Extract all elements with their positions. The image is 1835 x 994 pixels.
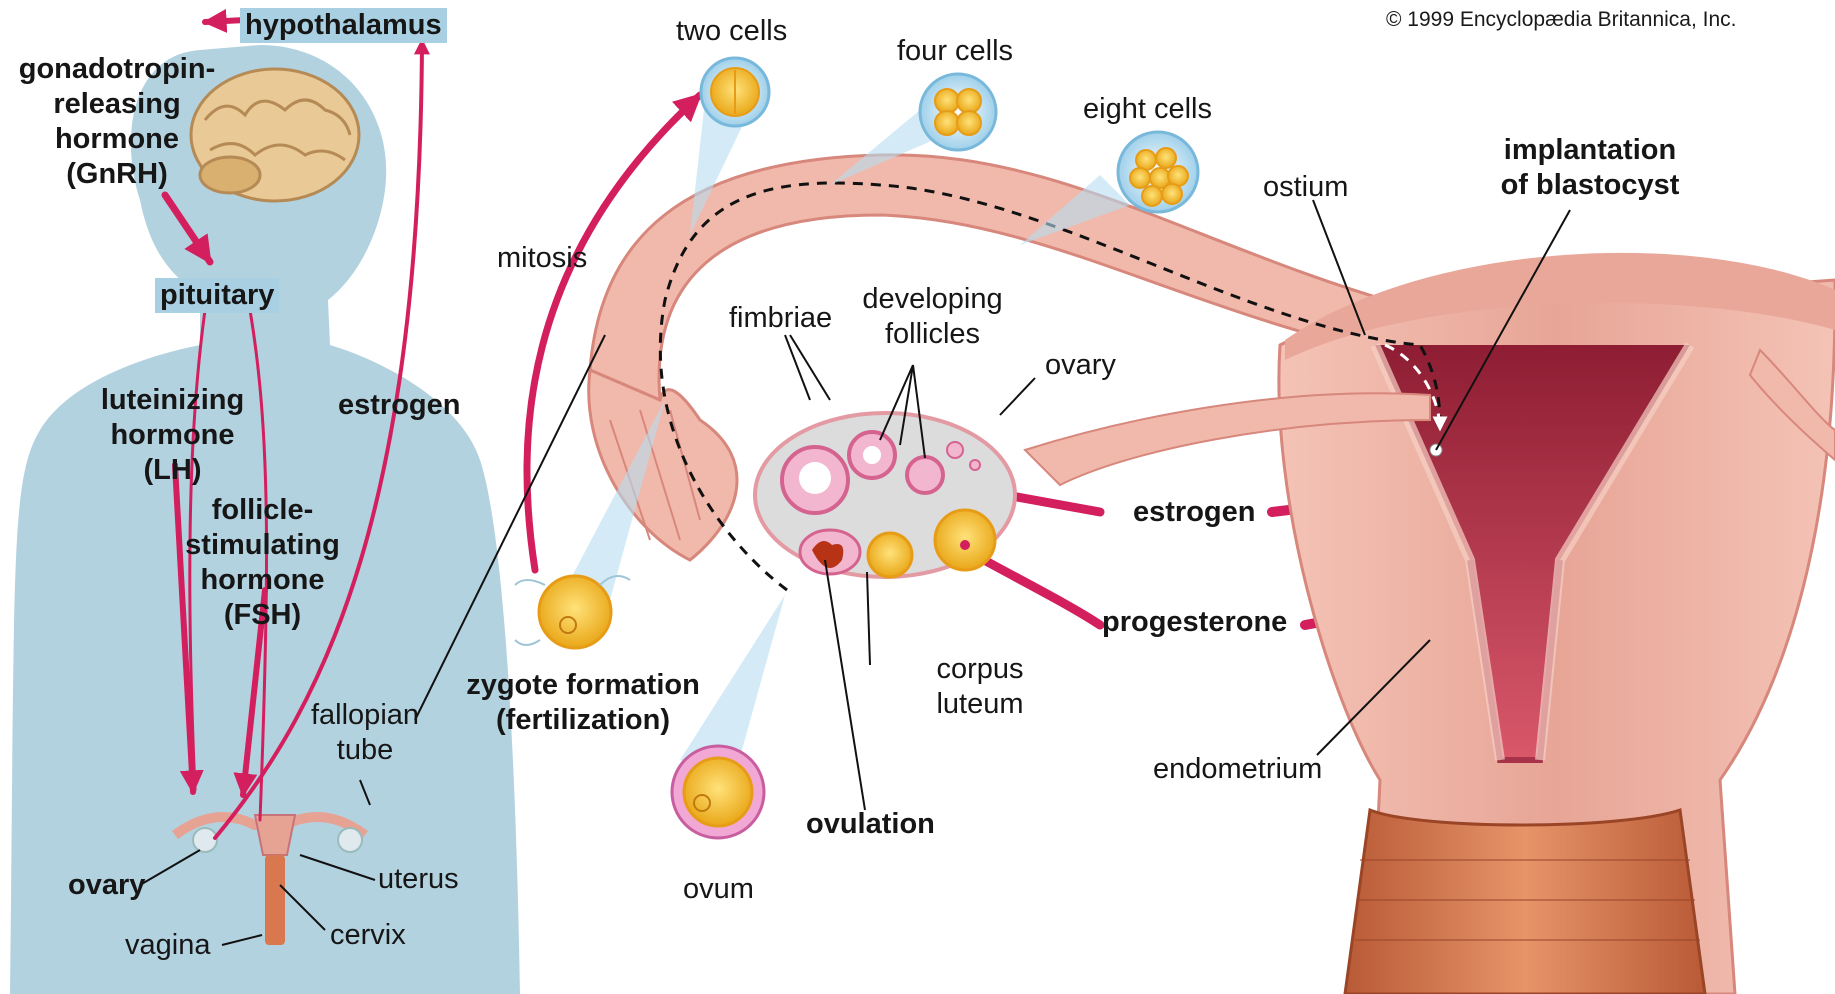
corpus-luteum-forming: [868, 533, 912, 577]
zygote-line-2: (fertilization): [458, 703, 708, 738]
estrogen-body-label: estrogen: [338, 388, 460, 423]
gnrh-line-2: releasing: [2, 87, 232, 122]
lh-line-3: (LH): [70, 453, 275, 488]
fsh-label: follicle- stimulating hormone (FSH): [170, 493, 355, 633]
lh-line-1: luteinizing: [70, 383, 275, 418]
four-cells-label: four cells: [897, 34, 1013, 69]
two-cells-label: two cells: [676, 14, 787, 49]
ovum-label: ovum: [683, 872, 754, 907]
implantation-line-2: of blastocyst: [1480, 168, 1700, 203]
developing-follicles-line-2: follicles: [860, 317, 1005, 352]
estrogen-ovary-label: estrogen: [1133, 495, 1255, 530]
uterus-cross-section: [589, 155, 1835, 994]
developing-follicles-label: developing follicles: [860, 282, 1005, 352]
gnrh-label: gonadotropin- releasing hormone (GnRH): [2, 52, 232, 192]
fallopian-tube-line-2: tube: [300, 733, 430, 768]
lh-label: luteinizing hormone (LH): [70, 383, 275, 488]
ostium-label: ostium: [1263, 170, 1348, 205]
eight-cells-label: eight cells: [1083, 92, 1212, 127]
progesterone-label: progesterone: [1102, 605, 1287, 640]
corpus-luteum-line-2: luteum: [915, 687, 1045, 722]
ovary-body-label: ovary: [68, 868, 145, 903]
vagina-label: vagina: [125, 928, 210, 963]
gnrh-line-1: gonadotropin-: [2, 52, 232, 87]
fsh-line-3: hormone: [170, 563, 355, 598]
fallopian-tube-label: fallopian tube: [300, 698, 430, 768]
cervix-label: cervix: [330, 918, 406, 953]
implantation-label: implantation of blastocyst: [1480, 133, 1700, 203]
implantation-line-1: implantation: [1480, 133, 1700, 168]
fsh-line-1: follicle-: [170, 493, 355, 528]
zygote-formation-label: zygote formation (fertilization): [458, 668, 708, 738]
ovulation-label: ovulation: [806, 807, 935, 842]
gnrh-line-3: hormone: [2, 122, 232, 157]
developing-follicles-line-1: developing: [860, 282, 1005, 317]
zygote-line-1: zygote formation: [458, 668, 708, 703]
pituitary-label: pituitary: [155, 278, 279, 313]
fallopian-tube-line-1: fallopian: [300, 698, 430, 733]
ovary-detail-label: ovary: [1045, 348, 1116, 383]
lh-line-2: hormone: [70, 418, 275, 453]
endometrium-label: endometrium: [1153, 752, 1322, 787]
fimbriae-label: fimbriae: [729, 301, 832, 336]
fsh-line-2: stimulating: [170, 528, 355, 563]
gnrh-line-4: (GnRH): [2, 157, 232, 192]
hypothalamus-label: hypothalamus: [240, 8, 447, 43]
corpus-luteum-label: corpus luteum: [915, 652, 1045, 722]
corpus-luteum-line-1: corpus: [915, 652, 1045, 687]
fsh-line-4: (FSH): [170, 598, 355, 633]
mitosis-label: mitosis: [497, 241, 587, 276]
copyright-notice: © 1999 Encyclopædia Britannica, Inc.: [1386, 8, 1737, 32]
uterus-label: uterus: [378, 862, 459, 897]
zygote-icon: [539, 576, 611, 648]
